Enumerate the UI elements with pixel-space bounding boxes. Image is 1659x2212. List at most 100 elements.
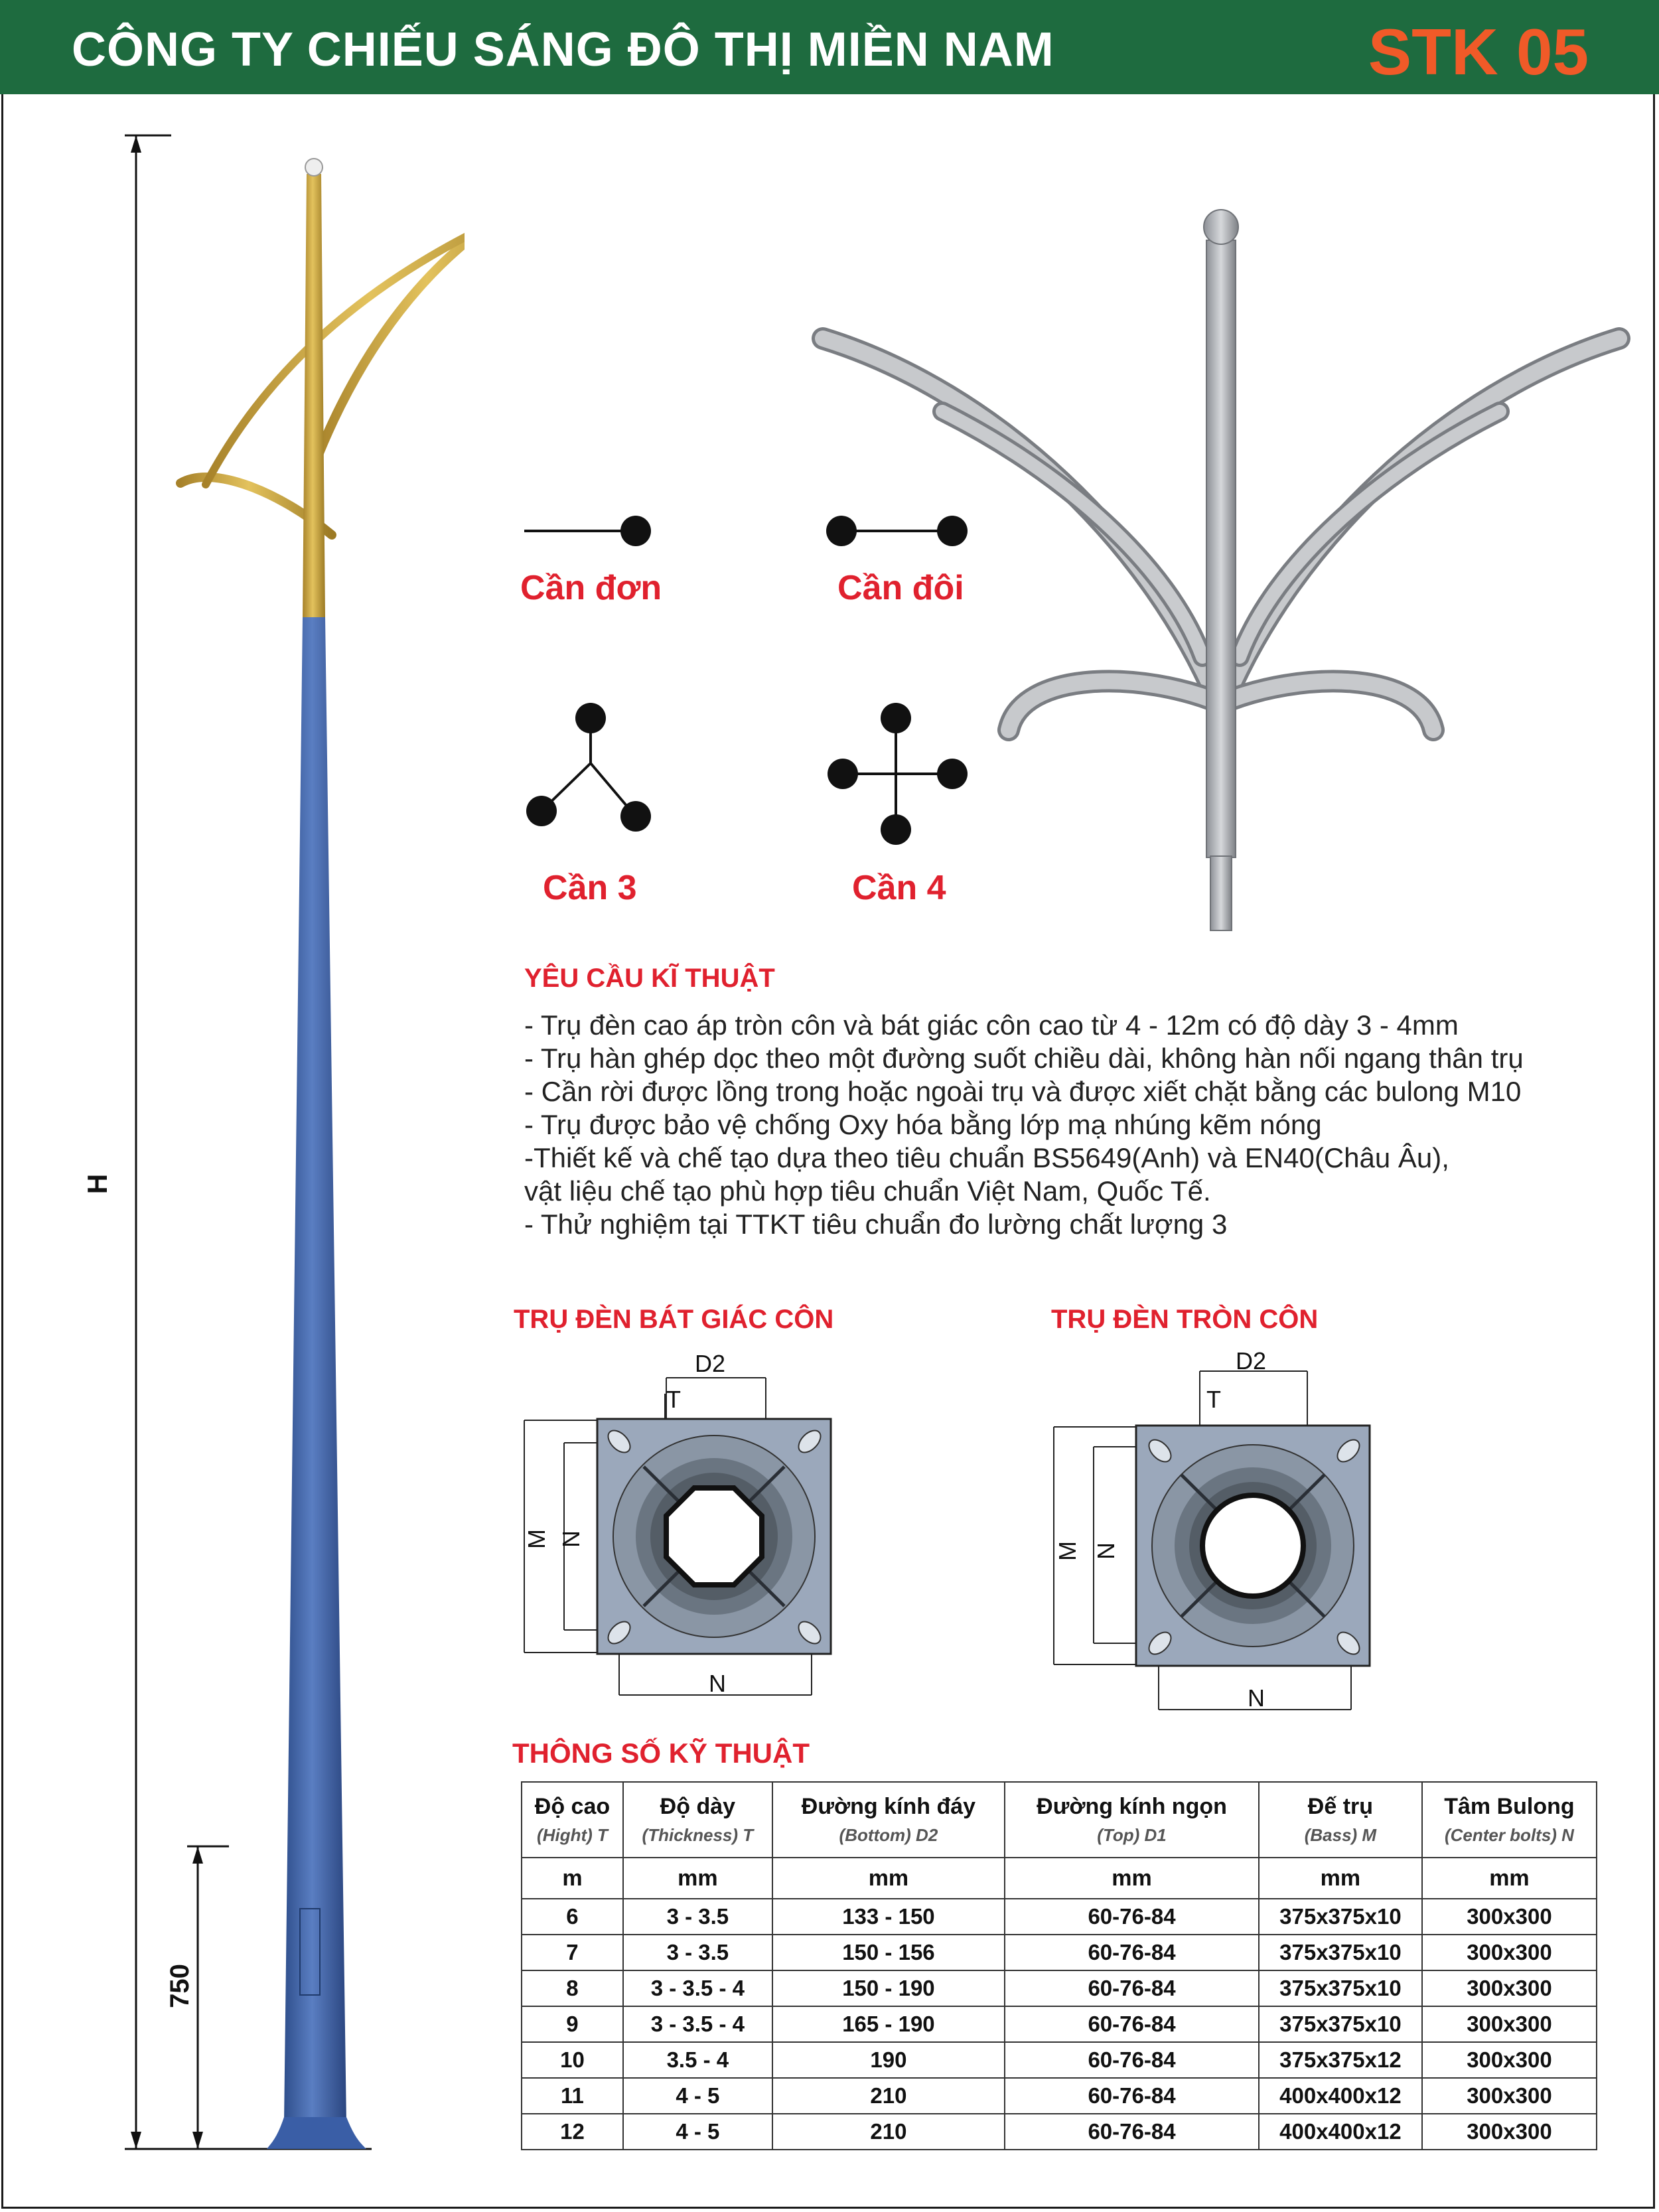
requirement-line: - Cần rời được lồng trong hoặc ngoài trụ… [524,1076,1522,1107]
table-cell: 150 - 156 [771,1934,1006,1971]
table-cell: 60-76-84 [1004,1898,1260,1935]
table-cell: 150 - 190 [771,1970,1006,2007]
table-cell: 4 - 5 [622,2077,773,2114]
table-cell: 7 [521,1934,624,1971]
col-thickness-header: Độ dày(Thickness) T [622,1781,773,1858]
arm-triple-label: Cần 3 [543,869,637,907]
octagonal-base-title: TRỤ ĐÈN BÁT GIÁC CÔN [514,1305,834,1334]
table-cell: 60-76-84 [1004,2006,1260,2043]
table-cell: 210 [771,2113,1006,2150]
table-cell: 375x375x10 [1258,1898,1423,1935]
requirement-line: - Trụ hàn ghép dọc theo một đường suốt c… [524,1043,1524,1074]
table-cell: 11 [521,2077,624,2114]
round-n-bottom-label: N [1248,1684,1265,1712]
table-cell: 3 - 3.5 - 4 [622,2006,773,2043]
table-cell: 375x375x10 [1258,2006,1423,2043]
table-cell: 60-76-84 [1004,2113,1260,2150]
table-cell: 165 - 190 [771,2006,1006,2043]
table-cell: 375x375x12 [1258,2041,1423,2079]
table-cell: 300x300 [1421,2041,1598,2079]
table-cell: 8 [521,1970,624,2007]
unit-cell: mm [1258,1857,1423,1899]
unit-cell: m [521,1857,624,1899]
requirement-line: -Thiết kế và chế tạo dựa theo tiêu chuẩn… [524,1142,1449,1173]
table-cell: 60-76-84 [1004,1934,1260,1971]
specs-table: Độ cao(Hight) T Độ dày(Thickness) T Đườn… [521,1781,1598,2150]
requirement-line: - Trụ được bảo vệ chống Oxy hóa bằng lớp… [524,1109,1322,1140]
round-base-drawing [1053,1370,1371,1710]
octagonal-d2-label: D2 [695,1350,726,1377]
round-m-label: M [1054,1541,1081,1561]
octagonal-base-drawing [524,1377,832,1696]
table-cell: 400x400x12 [1258,2113,1423,2150]
header-banner: CÔNG TY CHIẾU SÁNG ĐÔ THỊ MIỀN NAM STK 0… [0,0,1659,94]
unit-cell: mm [1004,1857,1260,1899]
table-cell: 6 [521,1898,624,1935]
table-cell: 4 - 5 [622,2113,773,2150]
arm-double-label: Cần đôi [837,569,964,607]
requirement-line: vật liệu chế tạo phù hợp tiêu chuẩn Việt… [524,1175,1211,1207]
table-cell: 300x300 [1421,1898,1598,1935]
table-unit-row: m mm mm mm mm mm [521,1857,1598,1899]
round-base-title: TRỤ ĐÈN TRÒN CÔN [1051,1305,1319,1334]
col-bottom-diameter-header: Đường kính đáy(Bottom) D2 [771,1781,1006,1858]
unit-cell: mm [622,1857,773,1899]
requirement-line: - Trụ đèn cao áp tròn côn và bát giác cô… [524,1009,1459,1041]
octagonal-n-label: N [557,1530,585,1548]
table-cell: 400x400x12 [1258,2077,1423,2114]
round-t-label: T [1206,1386,1221,1413]
company-name: CÔNG TY CHIẾU SÁNG ĐÔ THỊ MIỀN NAM [72,23,1054,76]
round-n-label: N [1092,1542,1119,1560]
table-cell: 60-76-84 [1004,2041,1260,2079]
table-cell: 3 - 3.5 [622,1934,773,1971]
table-cell: 300x300 [1421,2077,1598,2114]
octagonal-n-bottom-label: N [709,1670,726,1697]
col-base-header: Đế trụ(Bass) M [1258,1781,1423,1858]
arm-single-label: Cần đơn [520,569,662,607]
product-code: STK 05 [1368,15,1589,88]
pole-illustration [125,134,465,2150]
table-cell: 3 - 3.5 [622,1898,773,1935]
requirement-line: - Thử nghiệm tại TTKT tiêu chuẩn đo lườn… [524,1209,1228,1240]
unit-cell: mm [1421,1857,1598,1899]
arm-symbols [524,516,968,845]
table-header-row: Độ cao(Hight) T Độ dày(Thickness) T Đườn… [521,1781,1598,1858]
octagonal-m-label: M [523,1529,550,1549]
requirements-title: YÊU CẦU KĨ THUẬT [524,964,775,993]
unit-cell: mm [771,1857,1006,1899]
table-cell: 300x300 [1421,1934,1598,1971]
table-cell: 190 [771,2041,1006,2079]
table-cell: 300x300 [1421,2113,1598,2150]
table-cell: 12 [521,2113,624,2150]
table-cell: 3 - 3.5 - 4 [622,1970,773,2007]
table-cell: 210 [771,2077,1006,2114]
table-cell: 9 [521,2006,624,2043]
col-bolt-center-header: Tâm Bulong(Center bolts) N [1421,1781,1598,1858]
col-height-header: Độ cao(Hight) T [521,1781,624,1858]
table-cell: 60-76-84 [1004,1970,1260,2007]
base-height-label: 750 [165,1964,194,2008]
table-cell: 60-76-84 [1004,2077,1260,2114]
table-cell: 10 [521,2041,624,2079]
four-arm-illustration [812,209,1630,931]
height-label: H [82,1173,113,1195]
requirements-list: - Trụ đèn cao áp tròn côn và bát giác cô… [524,1009,1619,1241]
table-cell: 375x375x10 [1258,1934,1423,1971]
specs-title: THÔNG SỐ KỸ THUẬT [512,1737,810,1769]
table-cell: 300x300 [1421,1970,1598,2007]
table-cell: 300x300 [1421,2006,1598,2043]
col-top-diameter-header: Đường kính ngọn(Top) D1 [1004,1781,1260,1858]
octagonal-t-label: T [666,1386,681,1413]
round-d2-label: D2 [1236,1347,1267,1374]
arm-quad-label: Cần 4 [852,869,946,907]
table-cell: 375x375x10 [1258,1970,1423,2007]
table-cell: 133 - 150 [771,1898,1006,1935]
table-cell: 3.5 - 4 [622,2041,773,2079]
